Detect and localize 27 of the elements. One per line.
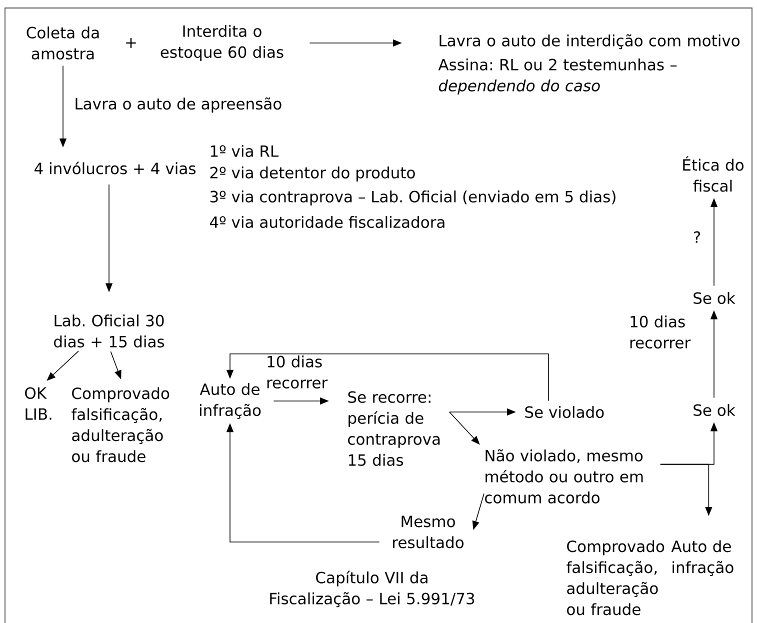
node-text: Se violado [525,406,604,418]
caption: Capítulo VII da Fiscalização – Lei 5.991/73 [270,570,474,608]
list-item: 2º via detentor do produto [210,166,415,182]
node-text: Lavra o auto de interdição com motivo Assina: RL ou 2 testemunhas – dependendo do caso [438,34,740,94]
plus-sign: + [126,38,136,48]
list-item: 3º via contraprova – Lab. Oficial (enviado em 5 dias) [210,190,616,206]
node-text: Não violado, mesmo método ou outro em comum acordo [485,449,643,504]
node-text: OK LIB. [25,387,52,420]
node-text: Interdita o estoque 60 dias [160,25,284,61]
node-text: Lab. Oficial 30 dias + 15 dias [54,314,164,348]
node-text: Auto de infração [200,383,261,419]
node-text: Se ok [694,292,736,304]
list-item: 4º via autoridade fiscalizadora [210,216,444,228]
edge-label: Lavra o auto de apreensão [76,97,282,113]
node-text: Se ok [694,404,736,416]
edge-label: 10 dias recorrer [267,356,328,388]
node-text: Se recorre: perícia de contraprova 15 dias [348,391,440,466]
node-text: Ética do fiscal [683,156,744,192]
edge-label: ? [694,231,700,243]
node-text: Auto de infração [671,540,734,576]
edge-label: 10 dias recorrer [630,316,691,348]
node-text: Coleta da amostra [26,26,99,60]
node-text: Comprovado falsificação, adulteração ou fraude [72,387,170,462]
node-text: Mesmo resultado [393,516,464,548]
list-item: 1º via RL [210,145,279,157]
node-text: 4 invólucros + 4 vias [34,162,196,174]
node-text: Comprovado falsificação, adulteração ou fraude [566,540,664,616]
